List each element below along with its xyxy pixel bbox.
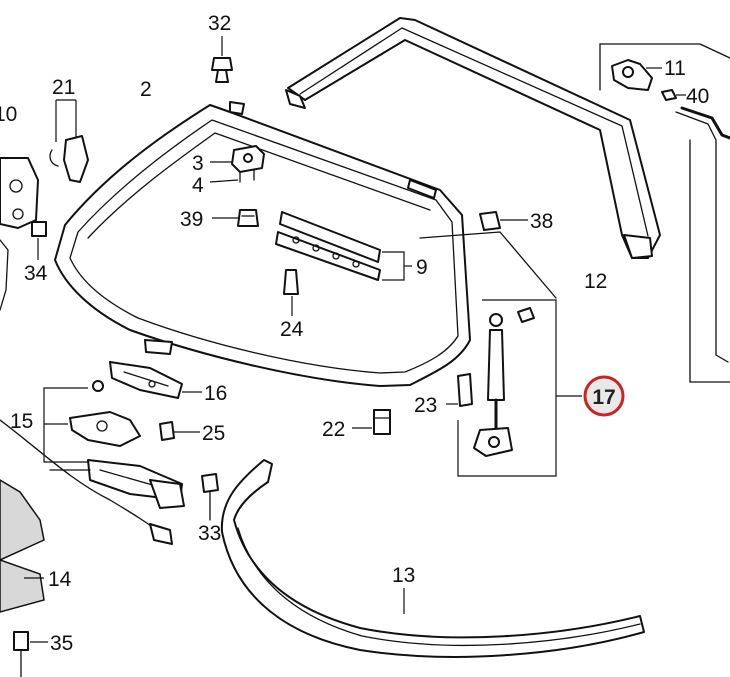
- strip-part-9: [275, 211, 412, 281]
- callout-34: 34: [24, 262, 48, 285]
- callout-2: 2: [140, 78, 152, 101]
- callout-33: 33: [198, 522, 221, 545]
- bolt-part-24: [283, 269, 299, 316]
- callout-labels: 2 3 4 9 10 11 12 13 14 15 16 21 22 23 24…: [0, 12, 709, 655]
- bolt-part-33: [201, 473, 219, 521]
- lower-weatherstrip: [220, 459, 645, 658]
- callout-15: 15: [10, 410, 33, 433]
- clip-part-11: [611, 59, 686, 101]
- callout-4: 4: [192, 174, 204, 197]
- callout-10: 10: [0, 103, 17, 126]
- rear-window-frame: [54, 101, 471, 387]
- release-cable: [0, 419, 173, 545]
- right-panel: [599, 43, 730, 383]
- bolt-part-32: [211, 36, 233, 83]
- callout-40: 40: [686, 85, 709, 108]
- callout-17-highlight: 17: [583, 375, 625, 417]
- callout-32: 32: [208, 12, 231, 35]
- bolt-part-25: [159, 421, 200, 441]
- left-assemblies: [0, 99, 89, 677]
- grommet-part-39: [212, 209, 259, 227]
- callout-11: 11: [664, 57, 686, 80]
- callout-22: 22: [322, 418, 345, 441]
- callout-38: 38: [530, 210, 553, 233]
- top-weatherstrip: [285, 17, 661, 259]
- callout-25: 25: [202, 422, 225, 445]
- callout-39: 39: [180, 208, 203, 231]
- callout-16: 16: [204, 382, 227, 405]
- gas-strut-part-17: [419, 231, 582, 477]
- latch-part-15: [43, 380, 185, 509]
- bolt-part-23: [446, 373, 473, 407]
- highlight-ring: [583, 375, 625, 417]
- bracket-part-16: [109, 361, 202, 399]
- callout-13: 13: [392, 564, 415, 587]
- grommet-part-38: [479, 211, 528, 231]
- callout-14: 14: [48, 568, 72, 591]
- callout-23: 23: [414, 394, 437, 417]
- plug-part-22: [352, 409, 391, 435]
- callout-17: 17: [592, 386, 615, 409]
- callout-12: 12: [584, 270, 607, 293]
- callout-35: 35: [50, 632, 73, 655]
- callout-9: 9: [416, 256, 428, 279]
- callout-21: 21: [52, 76, 75, 99]
- bracket-part-3: [209, 145, 265, 183]
- callout-24: 24: [280, 318, 304, 341]
- callout-3: 3: [192, 152, 204, 175]
